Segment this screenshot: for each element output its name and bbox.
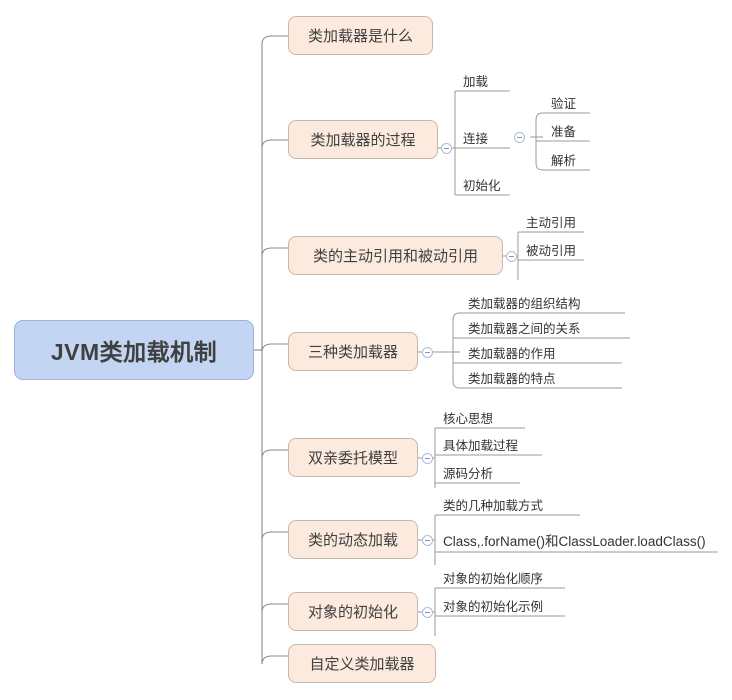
branch-label-5: 双亲委托模型 <box>307 450 398 467</box>
leaf-label: 具体加载过程 <box>443 438 519 453</box>
leaf-label: 源码分析 <box>443 466 494 481</box>
leaf-label: 核心思想 <box>443 411 494 426</box>
leaf-node-lianjie[interactable]: 连接 <box>458 127 513 147</box>
leaf-node-chushihuashunxu[interactable]: 对象的初始化顺序 <box>438 567 568 587</box>
branch-label-7: 对象的初始化 <box>307 604 398 621</box>
branch-label-8: 自定义类加载器 <box>309 656 415 673</box>
branch-node-6[interactable]: 类的动态加载 <box>288 520 418 559</box>
leaf-node-yuanmafenxi[interactable]: 源码分析 <box>438 462 528 482</box>
leaf-label: 类加载器的作用 <box>468 346 556 361</box>
branch-label-6: 类的动态加载 <box>307 532 398 549</box>
branch-node-2[interactable]: 类加载器的过程 <box>288 120 438 159</box>
branch-node-7[interactable]: 对象的初始化 <box>288 592 418 631</box>
toggle-branch-3[interactable] <box>506 251 517 262</box>
branch-node-8[interactable]: 自定义类加载器 <box>288 644 436 683</box>
leaf-node-zhijianguanxi[interactable]: 类加载器之间的关系 <box>463 317 633 337</box>
leaf-node-zhudongyinyong[interactable]: 主动引用 <box>521 211 591 231</box>
leaf-label: 主动引用 <box>526 215 577 230</box>
leaf-node-yanzheng[interactable]: 验证 <box>546 92 596 112</box>
leaf-node-jiazai[interactable]: 加载 <box>458 70 513 90</box>
leaf-label: 对象的初始化示例 <box>443 599 544 614</box>
leaf-label: 解析 <box>551 153 577 168</box>
leaf-node-zuzhijiegou[interactable]: 类加载器的组织结构 <box>463 292 628 312</box>
root-label: JVM类加载机制 <box>50 339 218 365</box>
leaf-node-zuoyong[interactable]: 类加载器的作用 <box>463 342 623 362</box>
toggle-branch-6[interactable] <box>422 535 433 546</box>
leaf-label: 验证 <box>551 96 577 111</box>
leaf-label: Class,.forName()和ClassLoader.loadClass() <box>443 534 706 549</box>
branch-label-3: 类的主动引用和被动引用 <box>312 248 478 265</box>
branch-node-5[interactable]: 双亲委托模型 <box>288 438 418 477</box>
toggle-branch-4[interactable] <box>422 347 433 358</box>
leaf-node-jiazaifangshi[interactable]: 类的几种加载方式 <box>438 494 583 514</box>
leaf-node-jiexi[interactable]: 解析 <box>546 149 596 169</box>
branch-node-4[interactable]: 三种类加载器 <box>288 332 418 371</box>
leaf-label: 类加载器的特点 <box>468 371 556 386</box>
leaf-label: 加载 <box>463 74 489 89</box>
leaf-label: 对象的初始化顺序 <box>443 571 544 586</box>
leaf-node-chushihua[interactable]: 初始化 <box>458 174 518 194</box>
leaf-node-tedian[interactable]: 类加载器的特点 <box>463 367 623 387</box>
toggle-branch-7[interactable] <box>422 607 433 618</box>
leaf-label: 类的几种加载方式 <box>443 498 544 513</box>
toggle-branch-5[interactable] <box>422 453 433 464</box>
leaf-node-chushihuashili[interactable]: 对象的初始化示例 <box>438 595 568 615</box>
toggle-branch-2[interactable] <box>441 143 452 154</box>
leaf-label: 初始化 <box>463 178 501 193</box>
leaf-node-zhunbei[interactable]: 准备 <box>546 120 596 140</box>
leaf-node-jutijiazaiguocheng[interactable]: 具体加载过程 <box>438 434 548 454</box>
branch-label-4: 三种类加载器 <box>307 344 398 361</box>
leaf-label: 被动引用 <box>526 243 577 258</box>
leaf-label: 类加载器之间的关系 <box>468 321 581 336</box>
leaf-node-beidongyinyong[interactable]: 被动引用 <box>521 239 591 259</box>
leaf-label: 连接 <box>463 131 489 146</box>
leaf-node-forname-loadclass[interactable]: Class,.forName()和ClassLoader.loadClass() <box>438 529 723 551</box>
root-node[interactable]: JVM类加载机制 <box>14 320 254 380</box>
branch-node-1[interactable]: 类加载器是什么 <box>288 16 433 55</box>
branch-node-3[interactable]: 类的主动引用和被动引用 <box>288 236 503 275</box>
toggle-lianjie[interactable] <box>514 132 525 143</box>
leaf-label: 准备 <box>551 124 577 139</box>
branch-label-2: 类加载器的过程 <box>310 132 416 149</box>
branch-label-1: 类加载器是什么 <box>307 28 413 45</box>
leaf-label: 类加载器的组织结构 <box>468 296 581 311</box>
leaf-node-hexinsixiang[interactable]: 核心思想 <box>438 407 528 427</box>
